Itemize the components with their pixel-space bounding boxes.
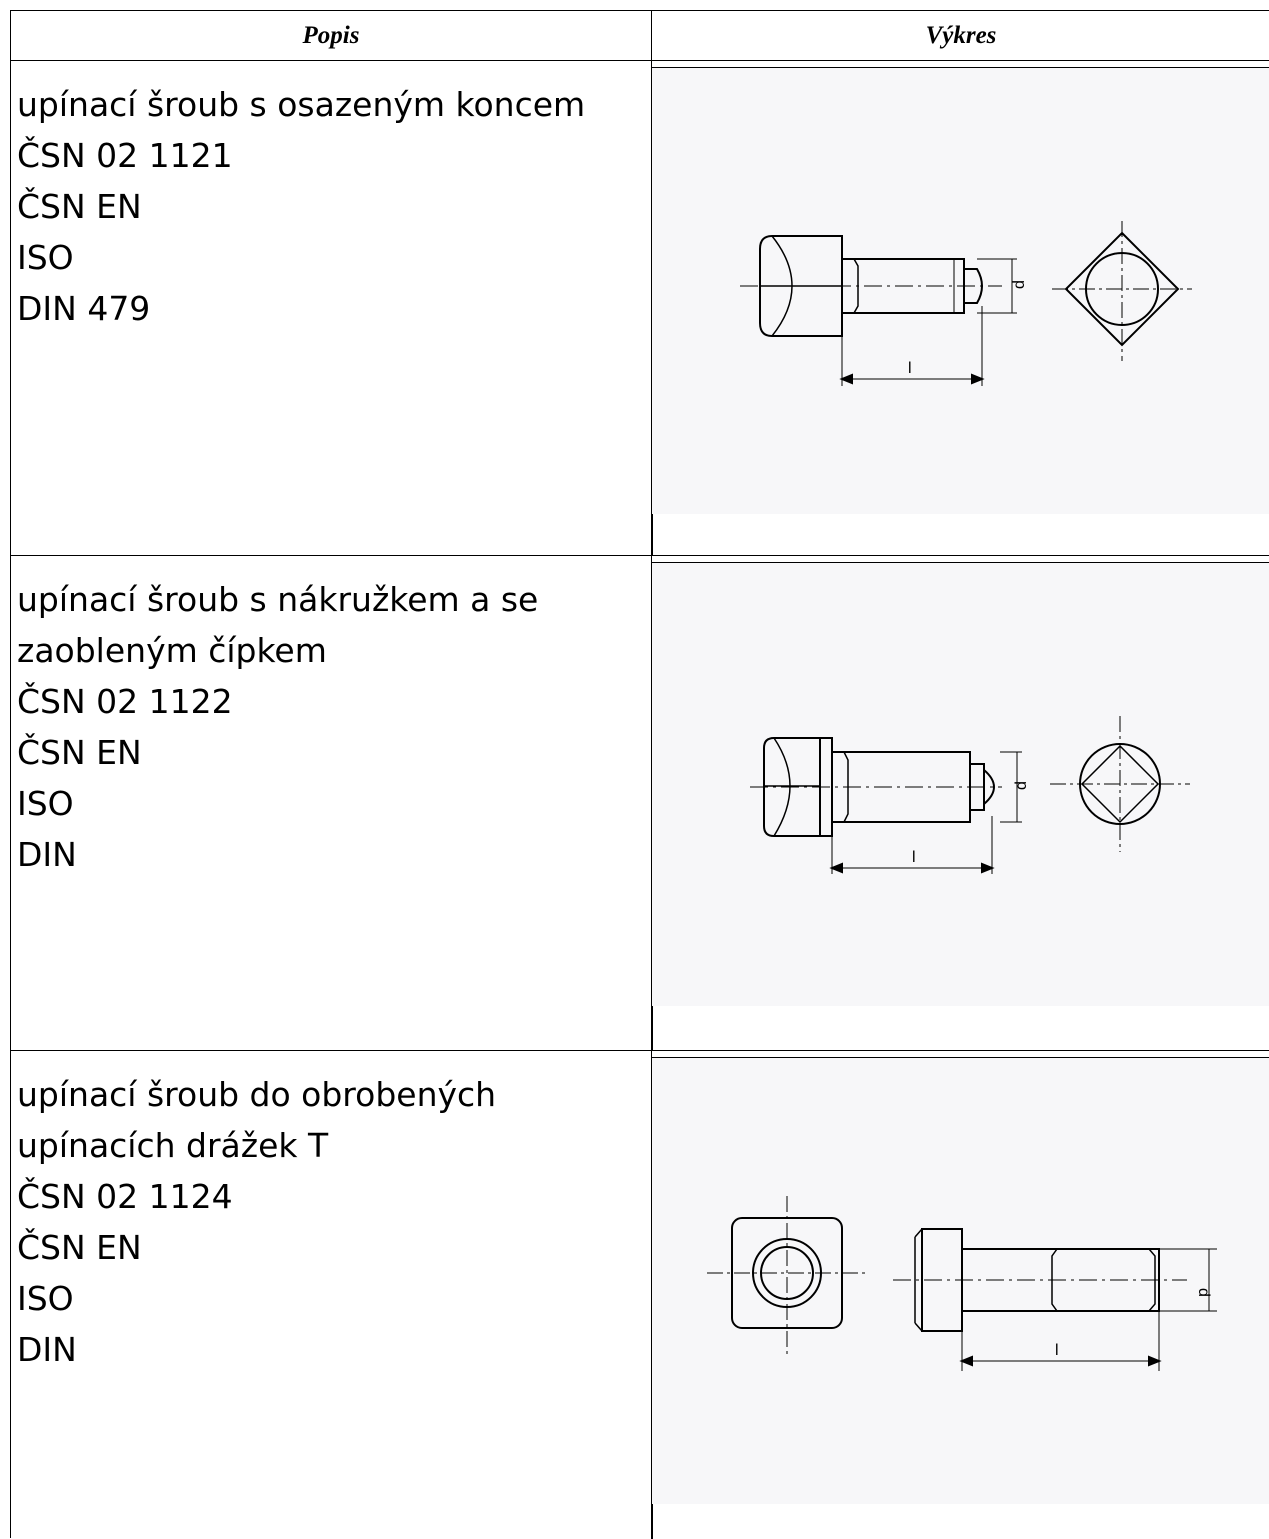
diameter-label: d: [1011, 280, 1028, 289]
description-line: zaobleným čípkem: [17, 631, 327, 670]
collar-rounded-tip-set-screw-end-view-icon: [1050, 716, 1190, 852]
row-3-drawing-cell: d l: [652, 1051, 1269, 1539]
diameter-label: d: [1195, 1288, 1212, 1297]
length-label: l: [1055, 1342, 1059, 1359]
description-line: ČSN 02 1124: [17, 1177, 233, 1216]
length-label: l: [912, 849, 916, 866]
description-line: upínacích drážek T: [17, 1126, 329, 1165]
shouldered-end-set-screw-end-view-icon: [1052, 221, 1192, 361]
length-label: l: [908, 360, 912, 377]
row-2-drawing-cell: d l: [652, 556, 1269, 1051]
shouldered-end-set-screw-drawing-icon: d l: [740, 235, 1028, 386]
description-line: ČSN 02 1121: [17, 136, 233, 175]
standards-table: Popis Výkres upínací šroub s osazeným ko…: [10, 10, 1269, 1539]
description-line: ČSN EN: [17, 1228, 142, 1267]
description-line: ČSN 02 1122: [17, 682, 233, 721]
description-line: ČSN EN: [17, 187, 142, 226]
description-line: ISO: [17, 1279, 74, 1318]
diameter-label: d: [1013, 781, 1030, 790]
description-line: upínací šroub do obrobených: [17, 1075, 497, 1114]
t-slot-clamping-screw-drawing-icon: d l: [893, 1228, 1217, 1371]
description-line: DIN: [17, 1330, 77, 1369]
header-description: Popis: [11, 11, 652, 61]
t-slot-clamping-screw-end-view-icon: [707, 1196, 867, 1356]
description-line: ISO: [17, 238, 74, 277]
row-3-description: upínací šroub do obrobených upínacích dr…: [11, 1051, 652, 1539]
row-1-drawing-cell: d l: [652, 61, 1269, 556]
header-drawing: Výkres: [652, 11, 1269, 61]
description-line: DIN 479: [17, 289, 151, 328]
collar-rounded-tip-set-screw-drawing-icon: d l: [750, 737, 1030, 874]
description-line: ČSN EN: [17, 733, 142, 772]
description-line: ISO: [17, 784, 74, 823]
description-line: upínací šroub s osazeným koncem: [17, 85, 586, 124]
description-line: upínací šroub s nákružkem a se: [17, 580, 539, 619]
description-line: DIN: [17, 835, 77, 874]
row-1-description: upínací šroub s osazeným koncem ČSN 02 1…: [11, 61, 652, 556]
row-2-description: upínací šroub s nákružkem a se zaobleným…: [11, 556, 652, 1051]
